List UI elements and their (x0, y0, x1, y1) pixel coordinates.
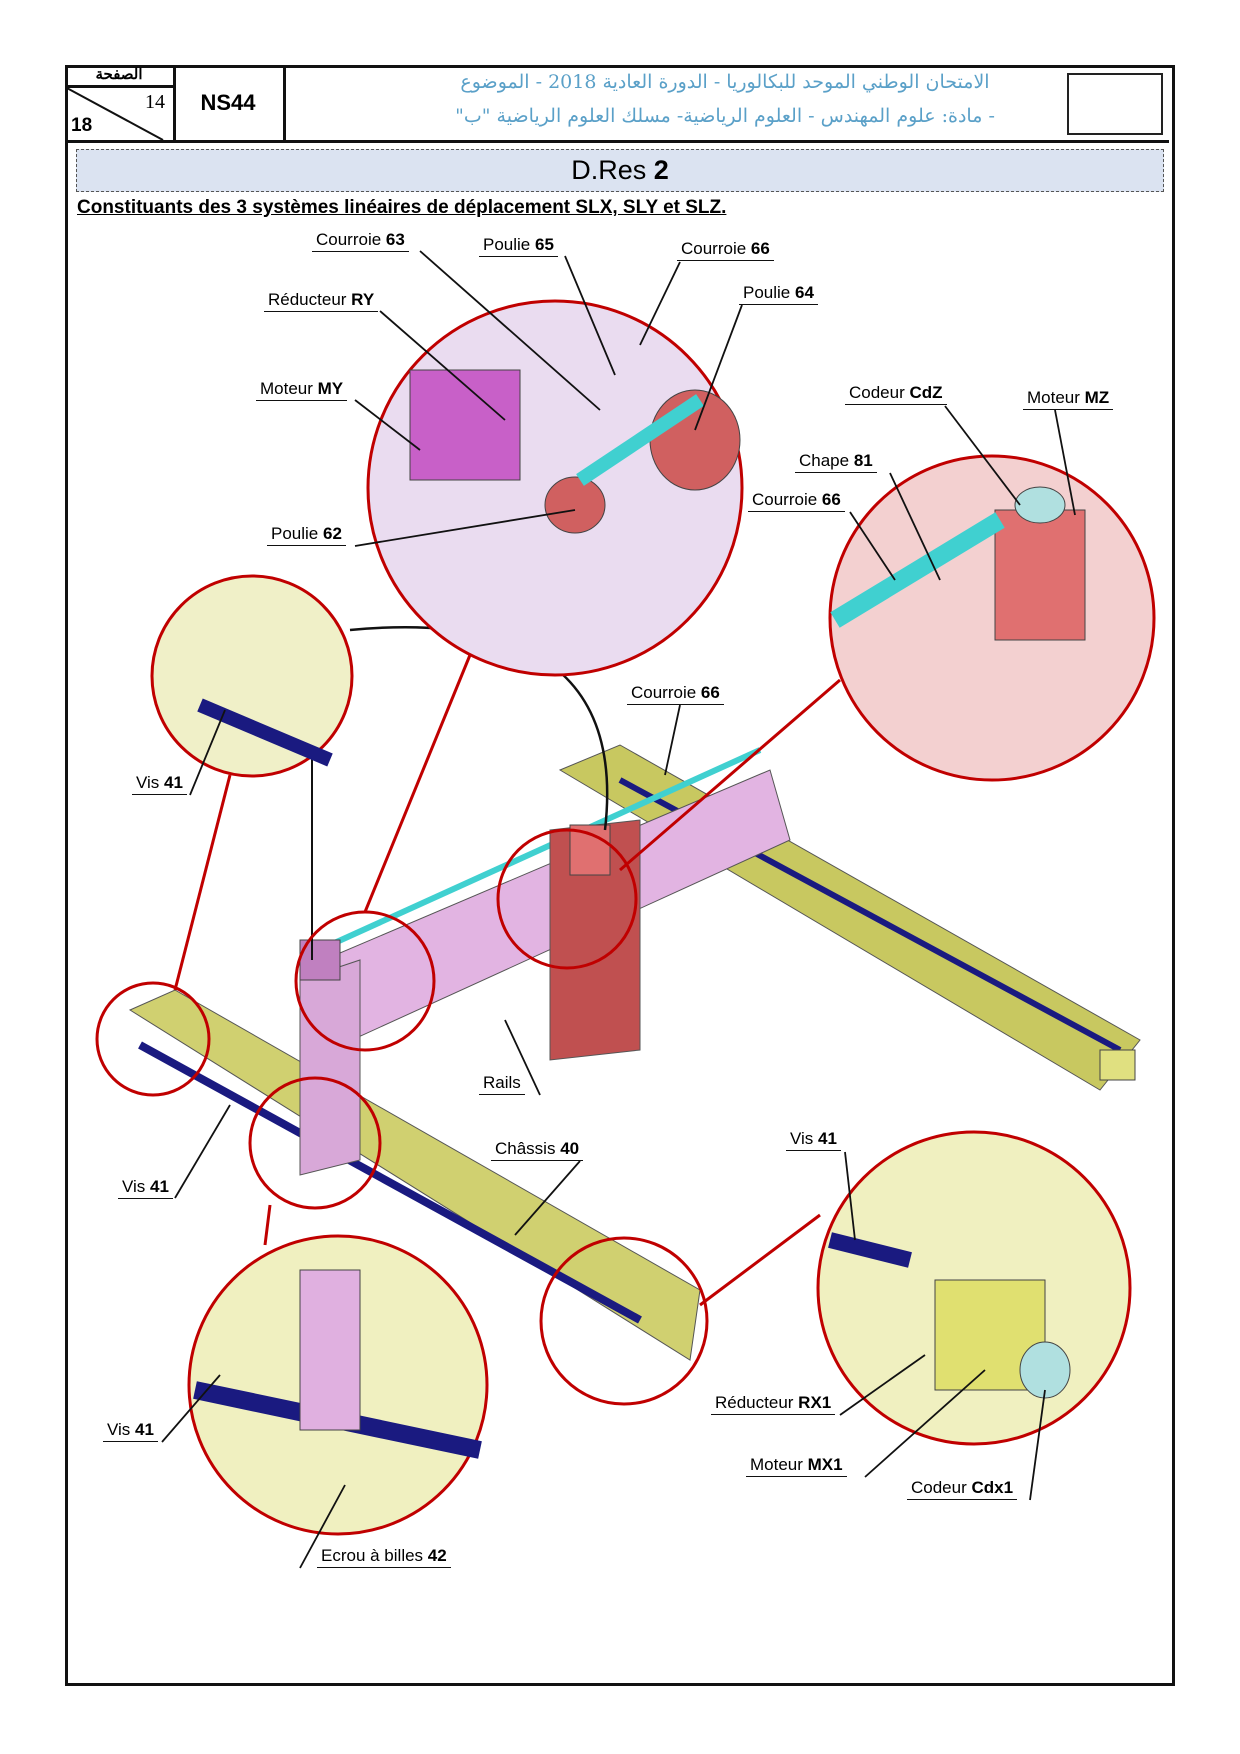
label-chape-81: Chape 81 (795, 451, 877, 473)
label-courroie-66-right: Courroie 66 (748, 490, 845, 512)
label-codeur-cdz: Codeur CdZ (845, 383, 947, 405)
label-rails: Rails (479, 1073, 525, 1095)
label-vis-41-d: Vis 41 (103, 1420, 158, 1442)
label-moteur-mz: Moteur MZ (1023, 388, 1114, 410)
label-moteur-mx1: Moteur MX1 (746, 1455, 847, 1477)
label-vis-41-b: Vis 41 (118, 1177, 173, 1199)
label-poulie-65: Poulie 65 (479, 235, 558, 257)
label-poulie-62: Poulie 62 (267, 524, 346, 546)
title-prefix: D.Res (571, 155, 654, 185)
empty-box (1067, 73, 1163, 135)
label-ecrou-billes-42: Ecrou à billes 42 (317, 1546, 451, 1568)
page-current: 14 (145, 91, 165, 113)
gantry-beam (299, 747, 1136, 1176)
title-number: 2 (653, 155, 669, 185)
label-vis-41-a: Vis 41 (132, 773, 187, 795)
label-reducteur-ry: Réducteur RY (264, 290, 379, 312)
exam-title-line1: الامتحان الوطني الموحد للبكالوريا - الدو… (460, 71, 990, 93)
document-title: D.Res 2 (76, 149, 1164, 192)
label-courroie-66-top: Courroie 66 (677, 239, 774, 261)
label-codeur-cdx1: Codeur Cdx1 (907, 1478, 1018, 1500)
label-courroie-63: Courroie 63 (312, 230, 409, 252)
label-reducteur-rx1: Réducteur RX1 (711, 1393, 836, 1415)
header: الصفحة 14 18 NS44 الامتحان الوطني الموحد… (65, 65, 1169, 143)
detail-drawings (193, 369, 1086, 1459)
subtitle: Constituants des 3 systèmes linéaires de… (77, 197, 727, 218)
exam-title-line2: - مادة: علوم المهندس - العلوم الرياضية- … (455, 105, 995, 127)
page-total: 18 (71, 115, 93, 136)
label-chassis-40: Châssis 40 (491, 1139, 584, 1161)
label-courroie-66-mid: Courroie 66 (627, 683, 724, 705)
leader-lines (161, 250, 1076, 1569)
exam-code: NS44 (173, 65, 286, 140)
label-vis-41-c: Vis 41 (786, 1129, 841, 1151)
label-moteur-my: Moteur MY (256, 379, 348, 401)
label-poulie-64: Poulie 64 (739, 283, 818, 305)
page-frame (65, 65, 1175, 1686)
